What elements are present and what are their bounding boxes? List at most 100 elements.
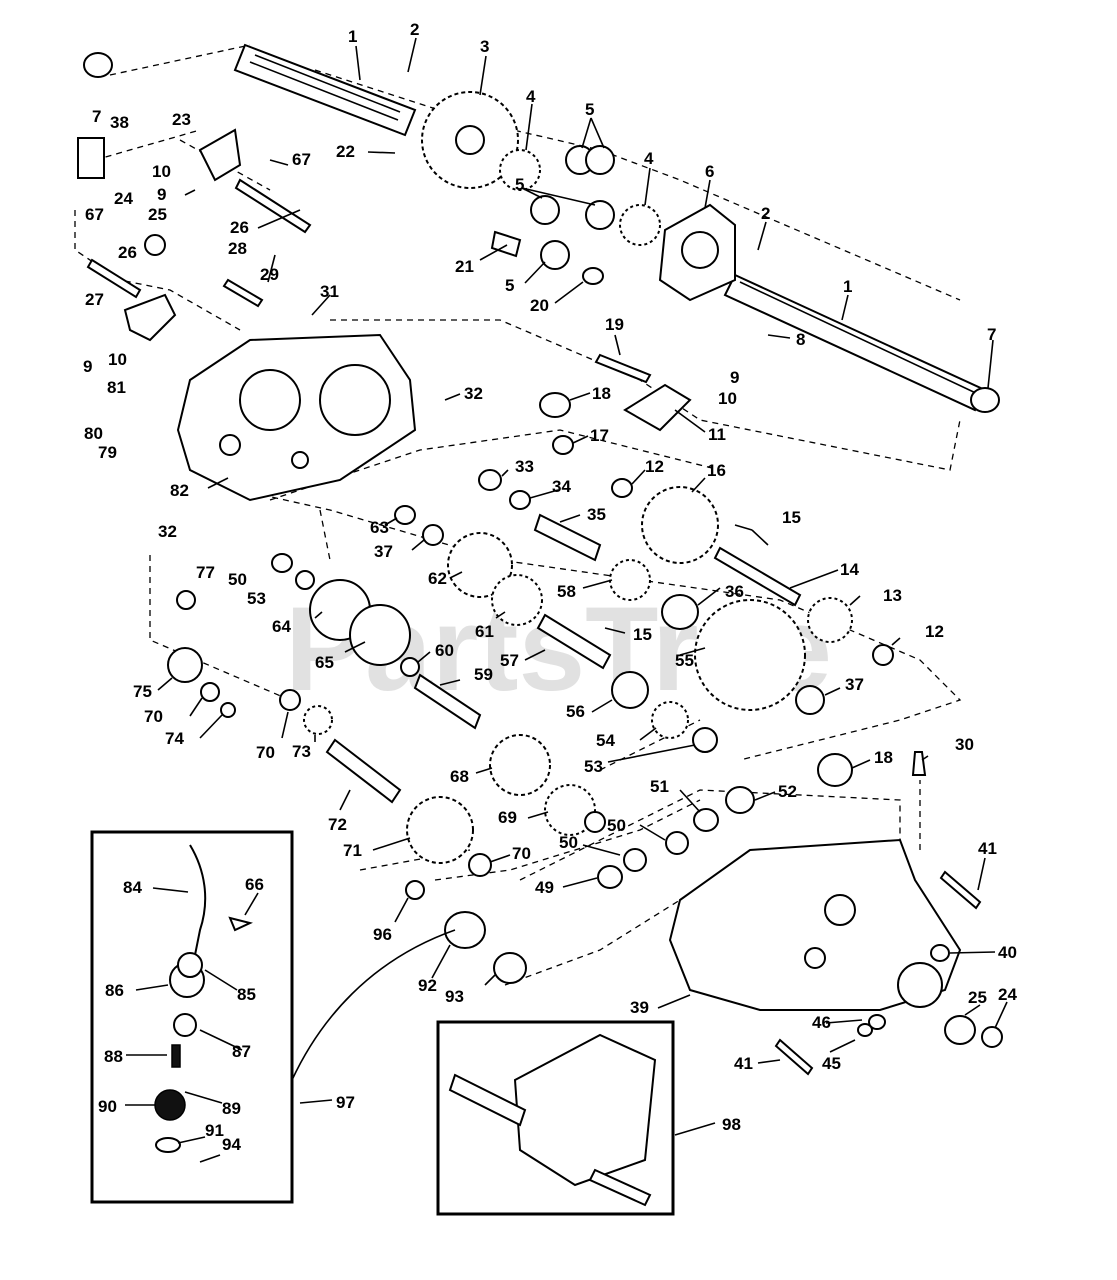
ring-45 (857, 1023, 873, 1037)
callout-29: 29 (260, 265, 279, 284)
callout-71: 71 (343, 841, 362, 860)
plug-40 (930, 944, 950, 962)
gear-68 (489, 734, 551, 796)
shift-fork-11 (623, 383, 692, 432)
callout-28: 28 (228, 239, 247, 258)
callout-labels: 1 2 3 4 5 5 4 6 2 1 7 38 23 22 67 10 9 2… (83, 20, 1017, 1154)
shift-kit-box (90, 830, 294, 1204)
assembled-transaxle (448, 1033, 657, 1207)
callout-91: 91 (205, 1121, 224, 1140)
callout-82: 82 (170, 481, 189, 500)
callout-40: 40 (998, 943, 1017, 962)
callout-23: 23 (172, 110, 191, 129)
callout-5a: 5 (585, 100, 594, 119)
callout-65: 65 (315, 653, 334, 672)
callout-37b: 37 (845, 675, 864, 694)
callout-12b: 12 (925, 622, 944, 641)
callout-16: 16 (707, 461, 726, 480)
washer-7a (83, 52, 113, 78)
bearing-52 (725, 786, 755, 814)
assembled-transaxle-box (436, 1020, 675, 1216)
small-gear-a (499, 149, 541, 191)
bolt-41a (939, 870, 982, 910)
callout-2a: 2 (410, 20, 419, 39)
bolt-41b (774, 1038, 814, 1076)
callout-84: 84 (123, 878, 142, 897)
bushing-63 (394, 505, 416, 525)
callout-32b: 32 (158, 522, 177, 541)
callout-85: 85 (237, 985, 256, 1004)
callout-73: 73 (292, 742, 311, 761)
shaft-57 (536, 613, 612, 670)
gear-69 (544, 784, 596, 836)
callout-7b: 7 (987, 325, 996, 344)
callout-12a: 12 (645, 457, 664, 476)
bolt-96 (405, 880, 425, 900)
callout-55: 55 (675, 651, 694, 670)
callout-18b: 18 (874, 748, 893, 767)
gear-71 (406, 796, 474, 864)
disc-65 (349, 604, 411, 666)
bracket-38 (77, 137, 105, 179)
callout-53a: 53 (247, 589, 266, 608)
ring-46 (868, 1014, 886, 1030)
callout-25b: 25 (968, 988, 987, 1007)
callout-3: 3 (480, 37, 489, 56)
callout-22: 22 (336, 142, 355, 161)
callout-89: 89 (222, 1099, 241, 1118)
washer-7b (970, 387, 1000, 413)
nut-50c (623, 848, 647, 872)
callout-67b: 67 (85, 205, 104, 224)
spacer-20 (582, 267, 604, 285)
nut-77 (176, 590, 196, 610)
callout-97: 97 (336, 1093, 355, 1112)
callout-63: 63 (370, 518, 389, 537)
nut-50a (271, 553, 293, 573)
washer-34 (509, 490, 531, 510)
callout-72: 72 (328, 815, 347, 834)
callout-96: 96 (373, 925, 392, 944)
callout-69: 69 (498, 808, 517, 827)
callout-25a: 25 (148, 205, 167, 224)
washer-24b (981, 1026, 1003, 1048)
callout-77: 77 (196, 563, 215, 582)
callout-61: 61 (475, 622, 494, 641)
callout-39: 39 (630, 998, 649, 1017)
callout-19: 19 (605, 315, 624, 334)
callout-51: 51 (650, 777, 669, 796)
callout-1a: 1 (348, 27, 357, 46)
leader-lines (125, 37, 1008, 1163)
callout-50b: 50 (607, 816, 626, 835)
callout-62: 62 (428, 569, 447, 588)
washer-60 (400, 657, 420, 677)
bearing-18b (817, 753, 853, 787)
callout-46: 46 (812, 1013, 831, 1032)
callout-70a: 70 (144, 707, 163, 726)
callout-20: 20 (530, 296, 549, 315)
callout-36: 36 (725, 582, 744, 601)
callout-79: 79 (98, 443, 117, 462)
washer-37b (795, 685, 825, 715)
gear-73 (303, 705, 333, 735)
ring-74 (220, 702, 236, 718)
callout-60: 60 (435, 641, 454, 660)
callout-53b: 53 (584, 757, 603, 776)
callout-24a: 24 (114, 189, 133, 208)
callout-59: 59 (474, 665, 493, 684)
callout-17: 17 (590, 426, 609, 445)
vent-30 (911, 751, 927, 776)
callout-74: 74 (165, 729, 184, 748)
callout-35: 35 (587, 505, 606, 524)
bushing-25a (144, 234, 166, 256)
shaft-35 (533, 513, 602, 562)
callout-9c: 9 (730, 368, 739, 387)
callout-75: 75 (133, 682, 152, 701)
spacer-51 (693, 808, 719, 832)
callout-37a: 37 (374, 542, 393, 561)
callout-5b: 5 (515, 175, 524, 194)
callout-10b: 10 (108, 350, 127, 369)
nut-49 (597, 865, 623, 889)
callout-26a: 26 (230, 218, 249, 237)
gear-61 (491, 574, 543, 626)
callout-66: 66 (245, 875, 264, 894)
